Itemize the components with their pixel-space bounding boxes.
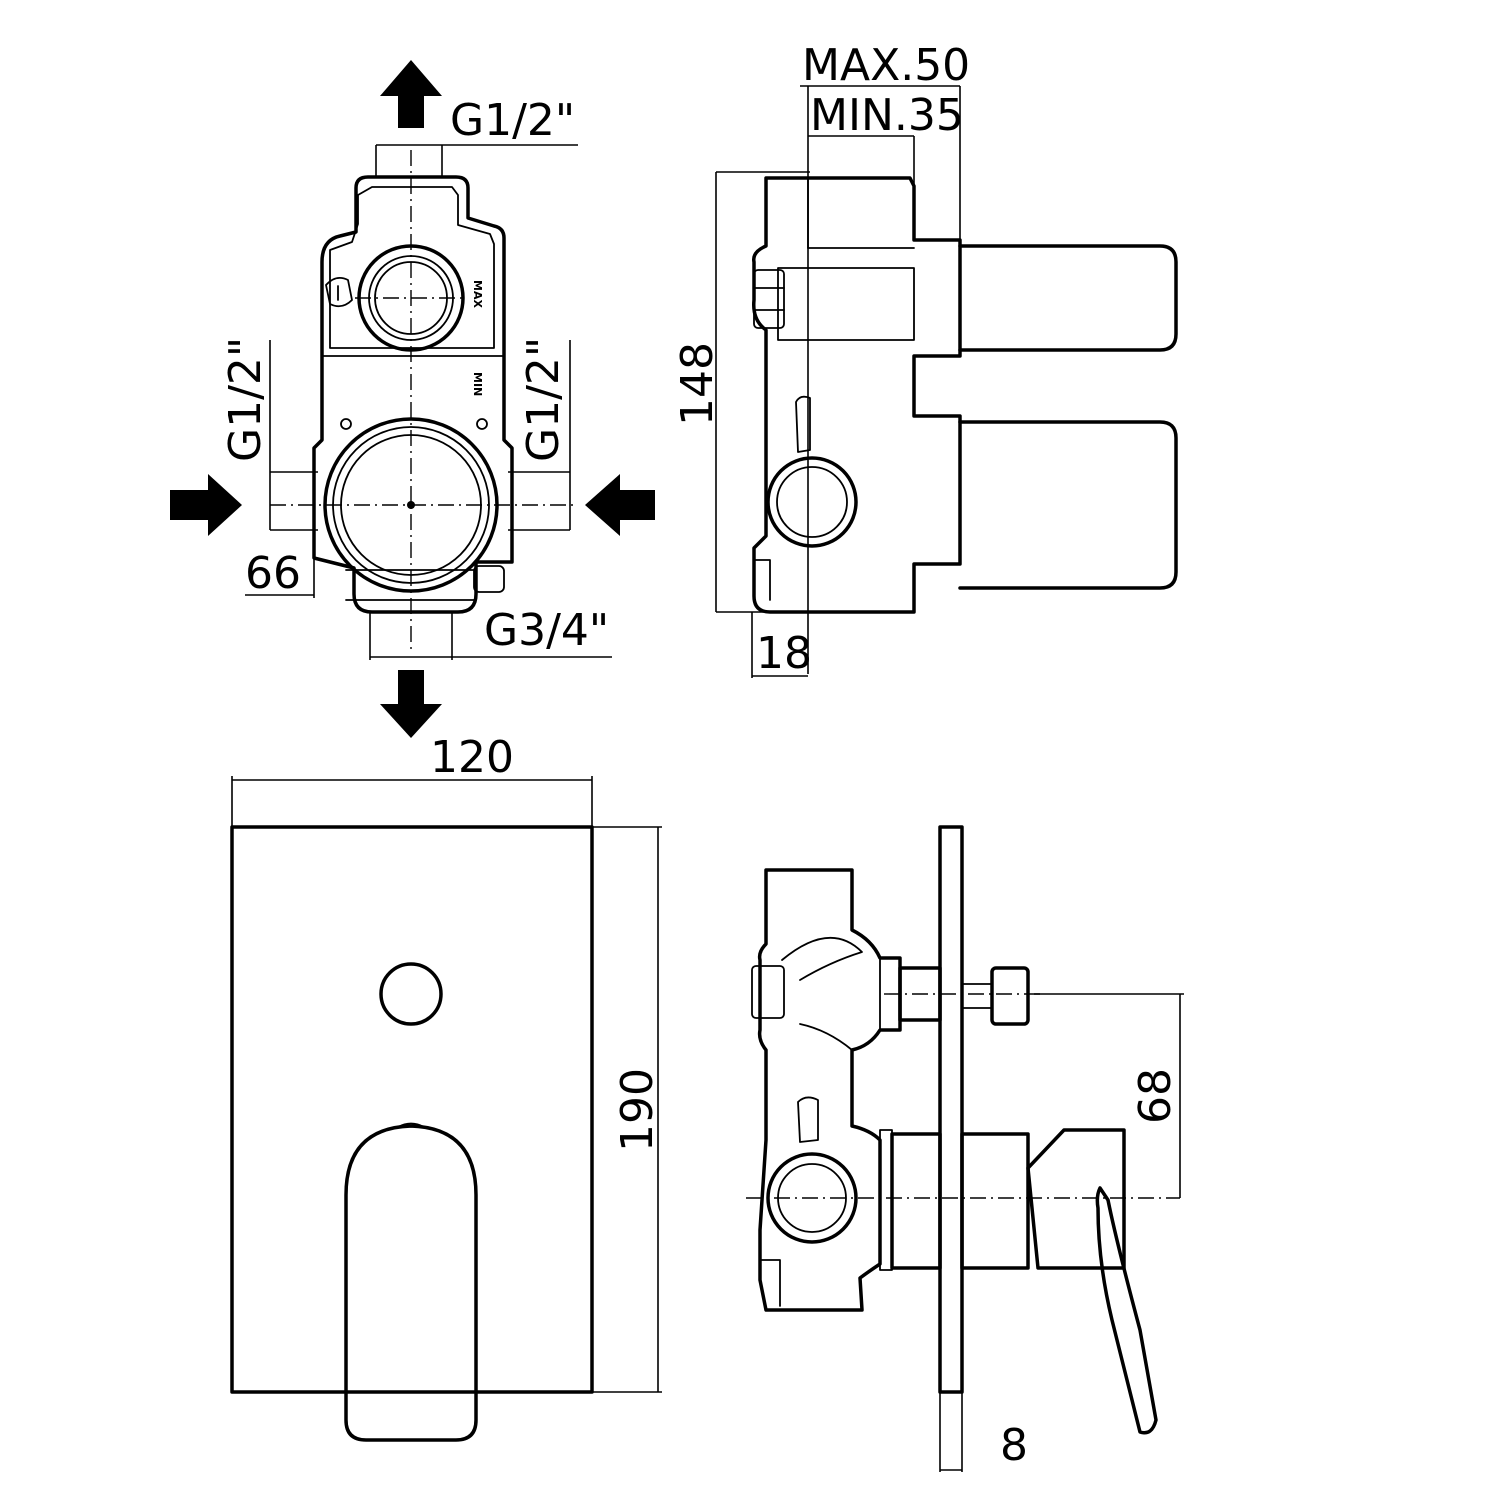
outlet-top-label: G1/2" <box>450 95 575 146</box>
inlet-arrow-right-side-icon <box>585 474 655 536</box>
upper-hex-nut <box>751 965 785 1019</box>
body-inner-outline <box>329 186 495 349</box>
bottom-right-clip <box>473 565 505 593</box>
upper-sleeve <box>958 244 1178 352</box>
side-body-outline <box>752 176 962 614</box>
lever-body <box>1026 1128 1126 1270</box>
width-120-label: 120 <box>430 732 514 783</box>
spacing-68-label: 68 <box>1130 1068 1181 1124</box>
cover-plate <box>230 825 594 1394</box>
diverter-knob <box>379 962 443 1026</box>
inlet-left-label: G1/2" <box>220 337 271 462</box>
body-clip <box>797 1096 819 1143</box>
side-port-inner <box>776 466 848 538</box>
body-outline <box>312 175 514 614</box>
lever-base <box>960 1132 1030 1270</box>
left-clip <box>325 276 353 308</box>
inlet-arrow-left-side-icon <box>170 474 242 536</box>
side-body-view: MAX.50 MIN.35 148 18 <box>672 40 1178 679</box>
lower-sleeve <box>958 420 1178 590</box>
inlet-right-label: G1/2" <box>518 337 569 462</box>
mixer-lever <box>344 1124 478 1442</box>
cartridge-sleeve <box>890 1132 942 1270</box>
side-bottom-foot <box>753 559 771 601</box>
outlet-bottom-label: G3/4" <box>484 605 609 656</box>
height-190-label: 190 <box>612 1068 663 1152</box>
min-mark: MIN <box>471 372 484 396</box>
height-148-label: 148 <box>672 342 723 426</box>
plate-8-label: 8 <box>1000 1420 1028 1471</box>
diverter-knob-side <box>990 966 1030 1026</box>
top-view: G1/2" G1/2" G1/2" 66 G3/4" MAX MIN <box>170 60 655 738</box>
screw-hole-right <box>476 418 488 430</box>
side-clip <box>795 395 811 453</box>
body-neck-curve <box>781 937 863 981</box>
side-port-outer <box>766 456 858 548</box>
min-depth-label: MIN.35 <box>810 90 964 141</box>
cartridge-thread <box>879 1129 893 1271</box>
max-depth-label: MAX.50 <box>802 40 970 91</box>
offset-18-label: 18 <box>756 628 812 679</box>
front-view: 120 190 <box>230 569 663 1442</box>
body-upper-neck <box>757 868 902 1312</box>
outlet-arrow-down-icon <box>380 670 442 738</box>
diverter-stem <box>961 983 993 1009</box>
side-body-recess <box>777 247 915 341</box>
depth-66-label: 66 <box>245 548 301 599</box>
body-lower-foot <box>759 1259 781 1307</box>
body-neck-curve-2 <box>799 1023 853 1051</box>
screw-hole-left <box>340 418 352 430</box>
outlet-arrow-up-icon <box>380 60 442 128</box>
wall-plate <box>938 825 964 1394</box>
max-mark: MAX <box>471 280 484 308</box>
lever-top-notch <box>397 1122 425 1128</box>
side-assembled-view: 68 8 <box>746 825 1184 1472</box>
side-hex-nut <box>753 269 785 329</box>
lever-handle <box>1095 1186 1158 1435</box>
